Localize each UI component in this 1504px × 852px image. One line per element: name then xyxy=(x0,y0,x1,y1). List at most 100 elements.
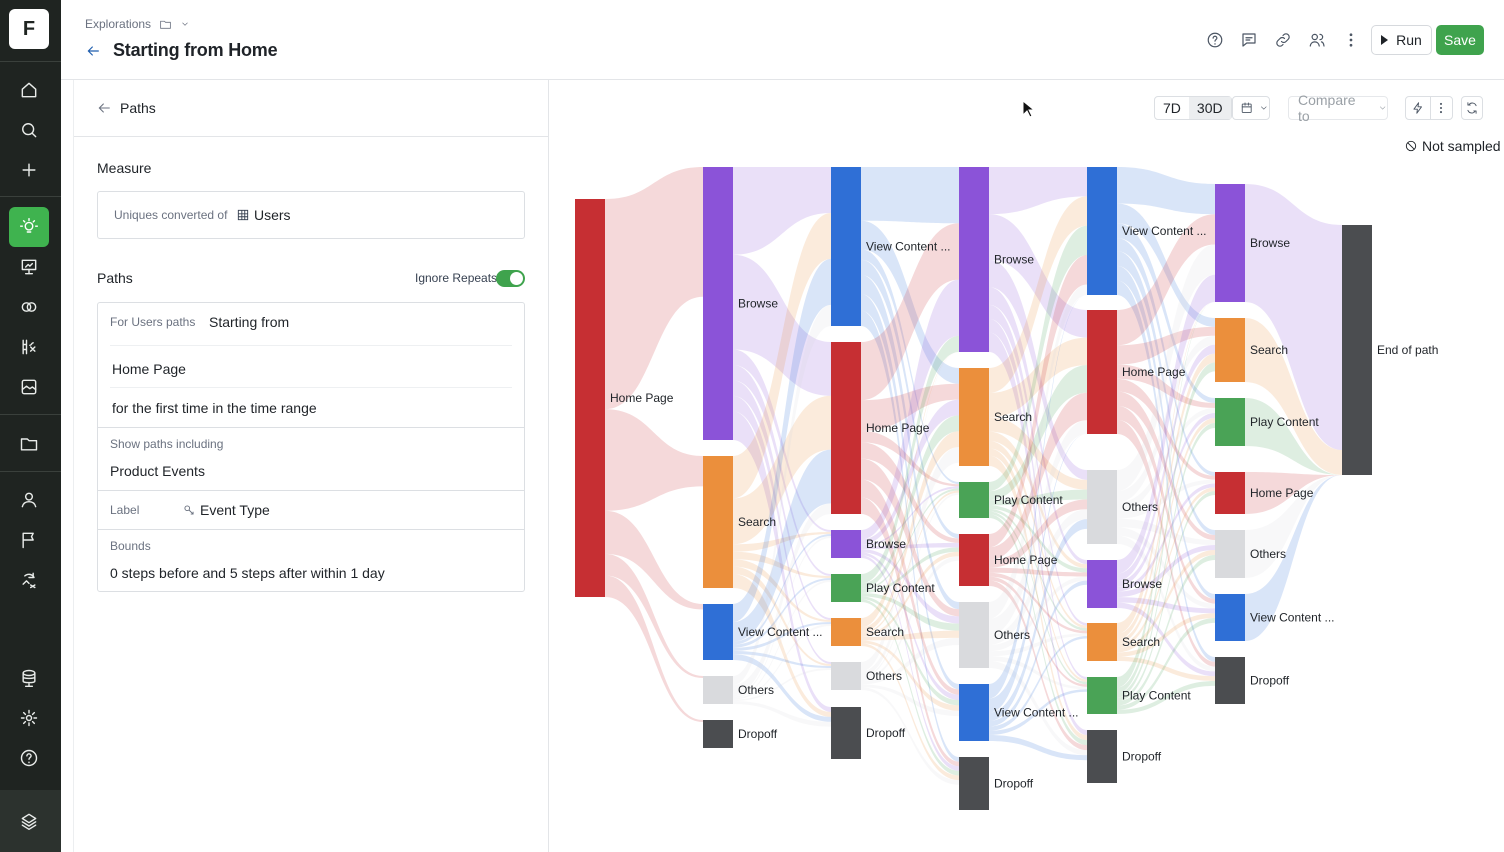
help-icon[interactable] xyxy=(9,738,49,778)
back-arrow-icon[interactable] xyxy=(96,100,112,116)
sankey-node[interactable] xyxy=(831,342,861,514)
bounds-label: Bounds xyxy=(110,539,151,553)
sankey-node[interactable] xyxy=(1215,657,1245,704)
sankey-node[interactable] xyxy=(1215,594,1245,641)
sankey-link xyxy=(1117,618,1215,710)
workspace-switcher[interactable] xyxy=(0,790,61,852)
row-divider xyxy=(110,345,512,346)
back-arrow-icon[interactable] xyxy=(85,43,101,59)
page-title[interactable]: Starting from Home xyxy=(113,40,278,60)
sankey-node[interactable] xyxy=(1215,398,1245,446)
gear-icon[interactable] xyxy=(9,698,49,738)
include-value[interactable]: Product Events xyxy=(110,463,205,479)
sankey-link xyxy=(733,551,831,578)
plus-icon[interactable] xyxy=(9,150,49,190)
image-icon[interactable] xyxy=(9,367,49,407)
sankey-node[interactable] xyxy=(1087,470,1117,544)
sankey-node[interactable] xyxy=(1087,560,1117,608)
comment-icon[interactable] xyxy=(1239,29,1259,51)
sankey-node[interactable] xyxy=(1215,184,1245,302)
sankey-node[interactable] xyxy=(703,676,733,704)
sankey-node-label: Search xyxy=(738,515,776,529)
formula-icon[interactable] xyxy=(9,327,49,367)
sankey-node[interactable] xyxy=(1087,623,1117,661)
sankey-link xyxy=(989,661,1087,756)
breadcrumb[interactable]: Explorations xyxy=(85,17,190,31)
app-logo[interactable]: F xyxy=(9,9,49,49)
chevron-down-icon xyxy=(1261,106,1267,110)
run-button[interactable]: Run xyxy=(1371,25,1432,55)
sankey-node[interactable] xyxy=(1087,167,1117,295)
refresh-button[interactable] xyxy=(1461,96,1483,120)
sankey-node[interactable] xyxy=(1215,318,1245,382)
panel-back[interactable]: Paths xyxy=(74,80,549,137)
range-30d[interactable]: 30D xyxy=(1188,97,1231,119)
sankey-node[interactable] xyxy=(831,662,861,690)
sankey-link xyxy=(989,167,1087,215)
sankey-node[interactable] xyxy=(959,482,989,518)
sankey-node[interactable] xyxy=(831,574,861,602)
home-icon[interactable] xyxy=(9,70,49,110)
sankey-node[interactable] xyxy=(703,720,733,748)
sankey-node[interactable] xyxy=(1087,310,1117,434)
measure-value[interactable]: Users xyxy=(254,207,291,223)
label-value[interactable]: Event Type xyxy=(200,502,270,518)
compare-to-select[interactable]: Compare to xyxy=(1288,92,1388,124)
breadcrumb-label[interactable]: Explorations xyxy=(85,17,152,31)
sankey-node[interactable] xyxy=(703,456,733,588)
sankey-node[interactable] xyxy=(575,199,605,597)
sankey-node-label: Play Content xyxy=(1122,689,1191,703)
more-vertical-icon[interactable] xyxy=(1430,97,1451,119)
bounds-value[interactable]: 0 steps before and 5 steps after within … xyxy=(110,565,385,581)
sankey-node[interactable] xyxy=(1087,730,1117,783)
venn-icon[interactable] xyxy=(9,287,49,327)
database-icon[interactable] xyxy=(9,658,49,698)
sankey-link xyxy=(1117,602,1215,677)
link-icon[interactable] xyxy=(1273,29,1293,51)
lightbulb-icon[interactable] xyxy=(9,207,49,247)
sankey-link xyxy=(733,254,831,396)
more-vertical-icon[interactable] xyxy=(1341,29,1361,51)
range-7d[interactable]: 7D xyxy=(1163,100,1181,116)
save-button[interactable]: Save xyxy=(1436,25,1484,55)
measure-box[interactable]: Uniques converted of Users xyxy=(97,191,525,239)
share-users-icon[interactable] xyxy=(1307,29,1327,51)
experiment-icon[interactable] xyxy=(9,560,49,600)
folder-icon[interactable] xyxy=(159,18,172,31)
sankey-node[interactable] xyxy=(959,684,989,741)
chevron-down-icon[interactable] xyxy=(180,19,190,29)
sankey-node[interactable] xyxy=(959,167,989,352)
date-picker[interactable] xyxy=(1232,96,1270,120)
start-condition[interactable]: for the first time in the time range xyxy=(112,400,317,416)
sankey-link xyxy=(733,578,831,648)
sankey-node[interactable] xyxy=(831,707,861,759)
ignore-repeats-toggle[interactable] xyxy=(496,270,525,287)
start-event[interactable]: Home Page xyxy=(112,361,186,377)
sankey-node[interactable] xyxy=(703,167,733,440)
help-icon[interactable] xyxy=(1205,29,1225,51)
sankey-link xyxy=(733,566,831,666)
sankey-link xyxy=(861,542,959,549)
flag-icon[interactable] xyxy=(9,520,49,560)
sankey-link xyxy=(605,575,703,722)
sankey-node[interactable] xyxy=(703,604,733,660)
sankey-node[interactable] xyxy=(1087,677,1117,714)
sankey-link xyxy=(1117,344,1215,582)
search-icon[interactable] xyxy=(9,110,49,150)
user-icon[interactable] xyxy=(9,480,49,520)
sankey-node[interactable] xyxy=(959,757,989,810)
sankey-node[interactable] xyxy=(831,618,861,646)
lightning-icon[interactable] xyxy=(1406,97,1430,119)
sankey-node[interactable] xyxy=(959,534,989,586)
folder-icon[interactable] xyxy=(9,424,49,464)
sankey-node[interactable] xyxy=(831,530,861,558)
sankey-node[interactable] xyxy=(1342,225,1372,475)
sankey-node[interactable] xyxy=(959,602,989,668)
sankey-node[interactable] xyxy=(1215,530,1245,578)
sankey-node[interactable] xyxy=(1215,472,1245,514)
presentation-icon[interactable] xyxy=(9,247,49,287)
for-value[interactable]: Starting from xyxy=(209,314,290,330)
sankey-node[interactable] xyxy=(959,368,989,466)
sankey-node[interactable] xyxy=(831,167,861,326)
